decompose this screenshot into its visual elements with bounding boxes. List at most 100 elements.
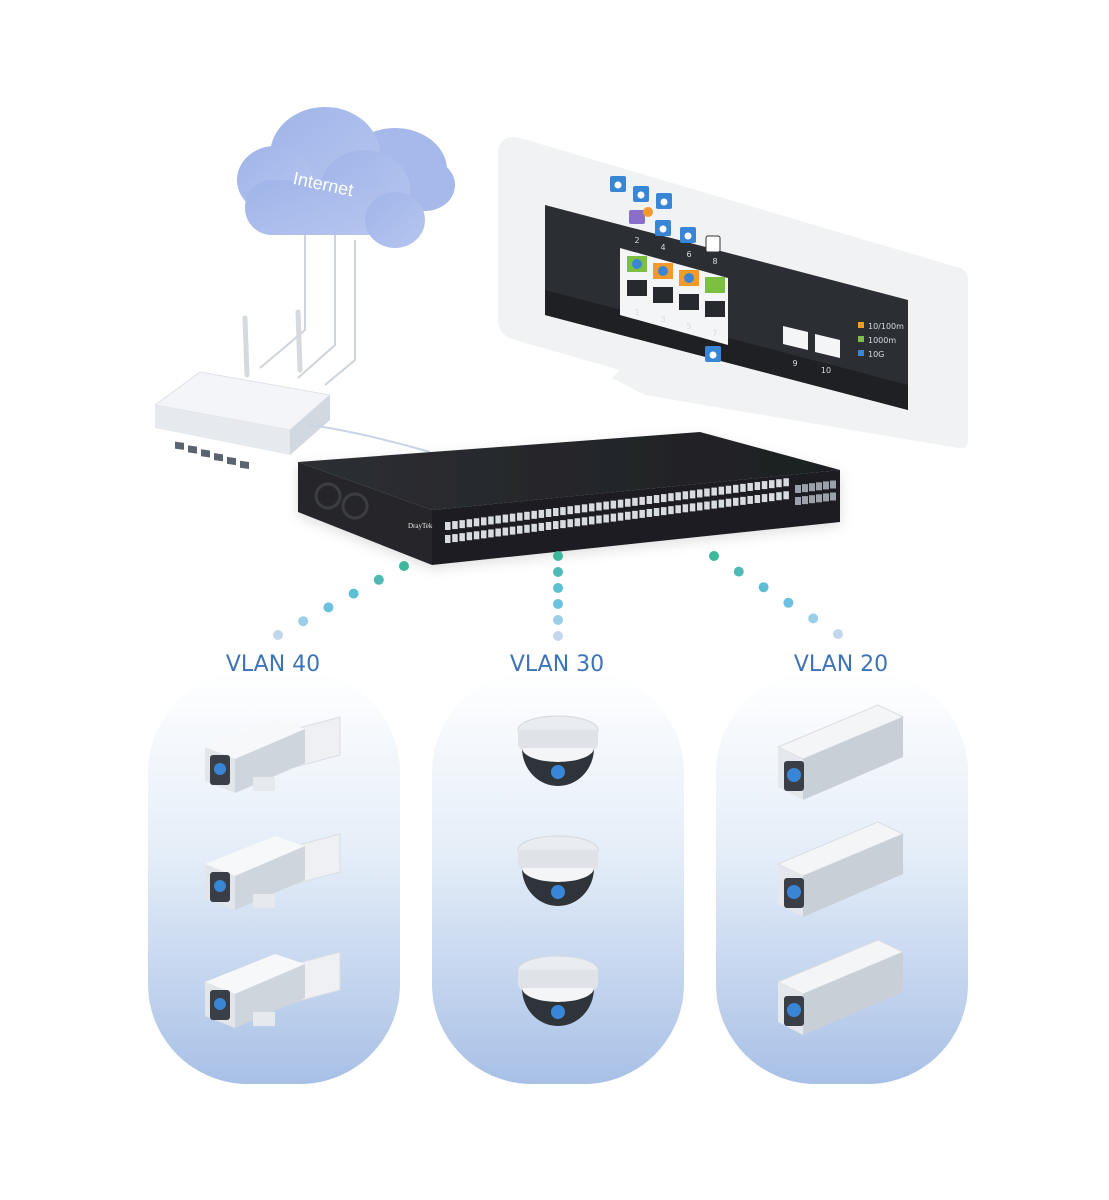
rj45-port-block [620,248,728,345]
switch-port [625,498,631,507]
connection-dot [298,616,309,627]
camera-badge-icons [610,176,721,362]
legend-label: 10G [868,350,884,359]
switch-port [517,512,523,521]
switch-port [697,489,703,498]
switch-sfp-ports [795,480,836,505]
port-5 [679,294,699,310]
box-camera-icon [776,704,905,800]
switch-sfp-port [795,497,801,505]
port-number-label: 7 [712,329,717,338]
switch-port [488,529,494,538]
switch-port [531,510,537,519]
uplink-cables [259,235,356,386]
port-panel-callout: 2 4 6 8 1 3 5 7 9 10 10/100m 1000m 10G [498,137,968,449]
sfp-ports [783,326,840,358]
switch-port [769,480,775,489]
switch-port [711,487,717,496]
switch-port [553,508,559,517]
switch-port [783,491,789,500]
switch-port [603,501,609,510]
switch-port [776,492,782,501]
switch-port [632,510,638,519]
switch-port [610,513,617,522]
switch-port [488,516,494,525]
switch-port [639,496,645,505]
switch-port [538,522,545,531]
connection-dot [709,551,719,561]
connection-dot [553,615,563,625]
connection-dot [553,551,563,561]
switch-port [589,516,595,525]
switch-port [524,524,530,533]
switch-port [747,482,753,491]
switch-port [481,517,487,526]
switch-port [560,520,566,529]
switch-port [733,497,739,506]
switch-port [632,497,638,506]
switch-port [754,482,761,491]
switch-port [495,528,501,537]
switch-port [668,506,674,515]
switch-port [769,493,775,502]
switch-port [445,535,451,543]
switch-port [733,484,739,493]
switch-port [704,488,710,497]
port-numbers: 2 4 6 8 1 3 5 7 9 10 [634,236,831,375]
switch-port [574,518,581,527]
switch-port [682,504,689,513]
switch-port [531,523,537,532]
internet-cloud: Internet [237,107,455,248]
legend-label: 1000m [868,336,896,345]
connection-dot [553,567,563,577]
ap-badge-icon [629,210,645,224]
switch-port [473,518,480,527]
switch-sfp-port [809,495,815,504]
switch-port [502,514,509,523]
connection-dot [833,629,843,639]
switch-sfp-port [830,480,836,489]
port-1 [627,280,647,296]
switch-port [452,521,458,530]
cloud-front [237,107,425,248]
switch-port [596,502,602,511]
switch-port [473,531,480,540]
managed-switch: DrayTek [298,432,840,565]
vlan-label-20: VLAN 20 [793,652,889,677]
switch-sfp-port [809,483,815,492]
connection-dot [273,630,283,640]
switch-port [675,505,681,514]
switch-brand: DrayTek [408,522,433,530]
switch-port [653,508,660,517]
switch-port [560,507,566,516]
switch-port [589,503,595,512]
switch-port [776,479,782,488]
connection-dot [373,574,384,585]
switch-port [689,490,696,499]
switch-port [754,495,761,504]
port-8 [705,277,725,293]
dome-camera-icon [517,835,599,906]
switch-sfp-port [795,485,801,493]
switch-port [761,494,768,503]
switch-port [553,521,559,530]
switch-sfp-port [816,482,822,491]
bullet-camera-icon [205,833,341,910]
switch-port [718,499,725,508]
switch-port [617,512,624,521]
switch-port [646,495,653,504]
port-number-label: 10 [821,366,831,375]
vlan-label-30: VLAN 30 [509,652,605,677]
switch-port [610,500,617,509]
switch-port [668,493,674,502]
box-camera-icon [776,939,905,1035]
bullet-camera-icon [205,951,341,1028]
switch-port [509,513,516,522]
switch-sfp-port [823,493,829,502]
port-number-label: 3 [660,315,665,324]
fan-icon [314,482,369,520]
switch-port [740,496,746,505]
connection-dot [733,566,744,577]
switch-port [761,481,768,490]
